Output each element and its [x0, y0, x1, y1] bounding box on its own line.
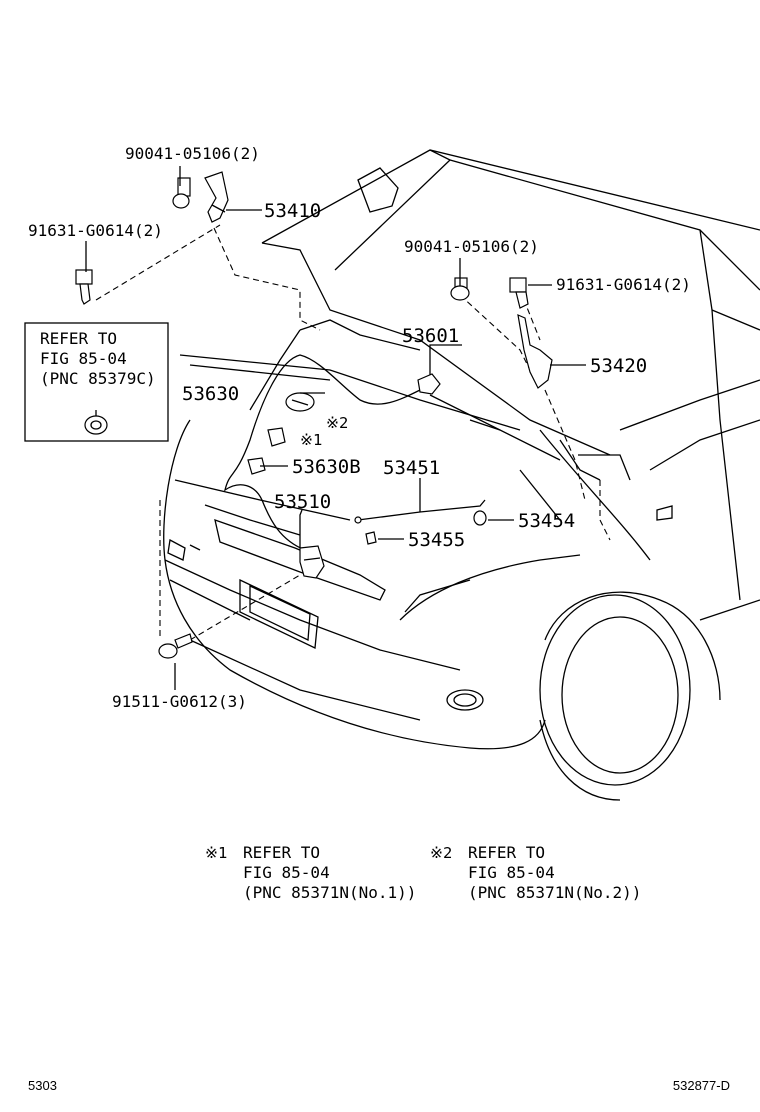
note-2: ※2 REFER TO FIG 85-04 (PNC 85371N(No.2)) [430, 843, 641, 902]
footer-drawing-number: 532877-D [673, 1078, 730, 1093]
note-1-line3: (PNC 85371N(No.1)) [243, 883, 416, 902]
note-2-line3: (PNC 85371N(No.2)) [468, 883, 641, 902]
label-53601: 53601 [402, 325, 459, 347]
bolt-icon [172, 177, 191, 209]
clip-icon [267, 427, 286, 447]
label-hinge-right: 53420 [590, 355, 647, 377]
note-1-line1: REFER TO [243, 843, 320, 862]
note-1-marker: ※1 [205, 844, 227, 862]
label-bolt-lock: 91511-G0612(3) [112, 692, 247, 711]
label-holder: 53454 [518, 510, 575, 532]
vehicle-outline [163, 149, 760, 801]
clip-icon [285, 392, 315, 412]
note-1: ※1 REFER TO FIG 85-04 (PNC 85371N(No.1)) [205, 843, 416, 902]
label-bolt-hinge-left: 90041-05106(2) [125, 144, 260, 163]
marker-1: ※1 [300, 431, 322, 449]
label-grommet: 53455 [408, 529, 465, 551]
label-cable: 53630 [182, 383, 239, 405]
refer-box-line3: (PNC 85379C) [40, 369, 156, 388]
dashed-leaders [95, 224, 611, 641]
label-hinge-left: 53410 [264, 200, 321, 222]
grommet-icon [365, 531, 377, 545]
plug-icon [84, 415, 108, 435]
refer-box: REFER TO FIG 85-04 (PNC 85379C) [24, 322, 169, 442]
label-bolt-hinge-right: 90041-05106(2) [404, 237, 539, 256]
label-bolt-right: 91631-G0614(2) [556, 275, 691, 294]
label-clamp: 53630B [292, 456, 361, 478]
label-support-rod: 53451 [383, 457, 440, 479]
support-rod-icon [354, 499, 486, 524]
note-1-line2: FIG 85-04 [243, 863, 330, 882]
footer-page-code: 5303 [28, 1078, 57, 1093]
refer-box-line2: FIG 85-04 [40, 349, 127, 368]
marker-2: ※2 [326, 414, 348, 432]
hood-hinge-left-icon [204, 171, 229, 223]
hood-hinge-right-icon [517, 314, 553, 389]
holder-icon [473, 510, 487, 526]
refer-box-line1: REFER TO [40, 329, 117, 348]
clamp-icon [247, 457, 266, 475]
label-bolt-left-lower: 91631-G0614(2) [28, 221, 163, 240]
part-labels: 90041-05106(2) 53410 91631-G0614(2) 9004… [28, 144, 691, 711]
label-leaders [85, 166, 586, 690]
note-2-line2: FIG 85-04 [468, 863, 555, 882]
bolt-icon [75, 269, 93, 305]
hood-release-cable [223, 354, 421, 551]
bolt-icon [158, 633, 193, 659]
release-handle-icon [417, 373, 441, 395]
label-lock: 53510 [274, 491, 331, 513]
note-2-line1: REFER TO [468, 843, 545, 862]
hood-lock-icon [299, 545, 325, 579]
note-2-marker: ※2 [430, 844, 452, 862]
part-glyphs [75, 171, 553, 659]
bolt-icon [509, 277, 529, 309]
